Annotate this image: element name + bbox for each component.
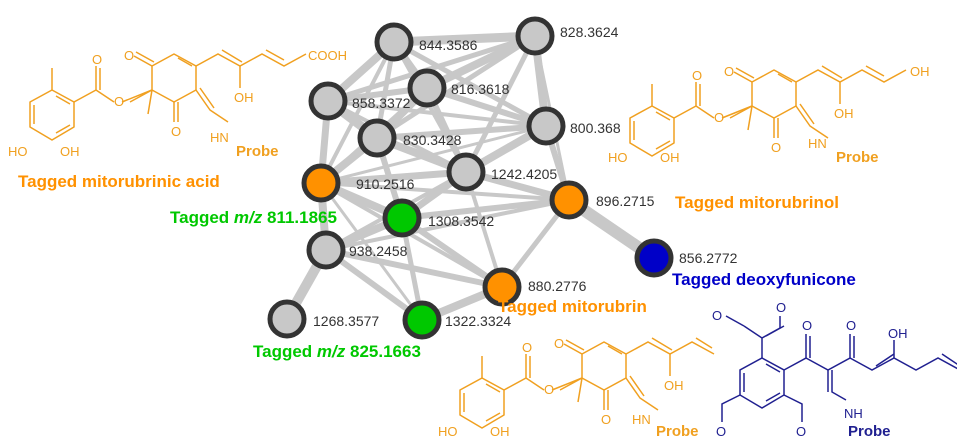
label-mitorubrin: Tagged mitorubrin bbox=[498, 297, 647, 316]
mz-label: 800.368 bbox=[570, 120, 621, 136]
label-mitorubrinol: Tagged mitorubrinol bbox=[675, 193, 840, 212]
label-mz-825-value: 825.1663 bbox=[345, 342, 421, 361]
network-node[interactable] bbox=[308, 81, 348, 121]
mz-label: 828.3624 bbox=[560, 24, 619, 40]
mz-label: 1268.3577 bbox=[313, 313, 380, 329]
network-node[interactable] bbox=[515, 16, 555, 56]
network-edge bbox=[324, 198, 571, 252]
network-node[interactable] bbox=[407, 68, 447, 108]
network-node[interactable] bbox=[634, 238, 674, 278]
network-node[interactable] bbox=[267, 299, 307, 339]
network-edge bbox=[323, 247, 425, 323]
network-edge bbox=[463, 33, 538, 175]
mz-label: 896.2715 bbox=[596, 193, 655, 209]
network-node[interactable] bbox=[301, 163, 341, 203]
network-edge bbox=[391, 39, 549, 129]
mz-label: 858.3372 bbox=[352, 95, 411, 111]
network-edge bbox=[317, 168, 470, 187]
network-node[interactable] bbox=[306, 230, 346, 270]
label-deoxyfunicone: Tagged deoxyfunicone bbox=[672, 270, 856, 289]
network-node[interactable] bbox=[549, 180, 589, 220]
label-mz-811-value: 811.1865 bbox=[262, 208, 337, 227]
label-mz-811-italic: m/z bbox=[233, 208, 263, 227]
label-mz-825: Tagged m/z 825.1663 bbox=[253, 342, 421, 362]
label-mz-811: Tagged m/z 811.1865 bbox=[170, 208, 337, 228]
label-mz-825-prefix: Tagged bbox=[253, 342, 317, 361]
network-node[interactable] bbox=[482, 267, 522, 307]
mz-label: 844.3586 bbox=[419, 37, 478, 53]
network-edge bbox=[319, 181, 424, 322]
network-node[interactable] bbox=[446, 152, 486, 192]
network-edge bbox=[399, 197, 572, 221]
mz-label: 880.2776 bbox=[528, 278, 587, 294]
mz-label: 938.2458 bbox=[349, 243, 408, 259]
mz-label: 1242.4205 bbox=[491, 166, 558, 182]
network-edge bbox=[319, 181, 571, 202]
mz-label: 910.2516 bbox=[356, 176, 415, 192]
mz-label: 856.2772 bbox=[679, 250, 738, 266]
network-node[interactable] bbox=[382, 198, 422, 238]
label-mz-825-italic: m/z bbox=[316, 342, 346, 361]
mz-label: 1308.3542 bbox=[428, 213, 495, 229]
network-edge bbox=[319, 40, 396, 185]
network-node[interactable] bbox=[526, 106, 566, 146]
network-node[interactable] bbox=[402, 300, 442, 340]
network-node[interactable] bbox=[357, 118, 397, 158]
network-node[interactable] bbox=[374, 22, 414, 62]
network-edge bbox=[319, 124, 548, 185]
network-nodes bbox=[267, 16, 674, 340]
network-edge bbox=[325, 33, 538, 104]
mz-label: 830.3428 bbox=[403, 132, 462, 148]
label-mitorubrinic-acid: Tagged mitorubrinic acid bbox=[18, 172, 220, 191]
mz-label: 816.3618 bbox=[451, 81, 510, 97]
network-edge bbox=[424, 85, 549, 129]
network-edge bbox=[326, 99, 548, 128]
network-edge bbox=[374, 33, 538, 141]
network-edge bbox=[389, 31, 540, 47]
network-edge bbox=[464, 170, 504, 289]
network-edge bbox=[323, 247, 505, 290]
label-mz-811-prefix: Tagged bbox=[170, 208, 234, 227]
mz-label: 1322.3324 bbox=[445, 313, 512, 329]
network-edge bbox=[374, 123, 549, 141]
